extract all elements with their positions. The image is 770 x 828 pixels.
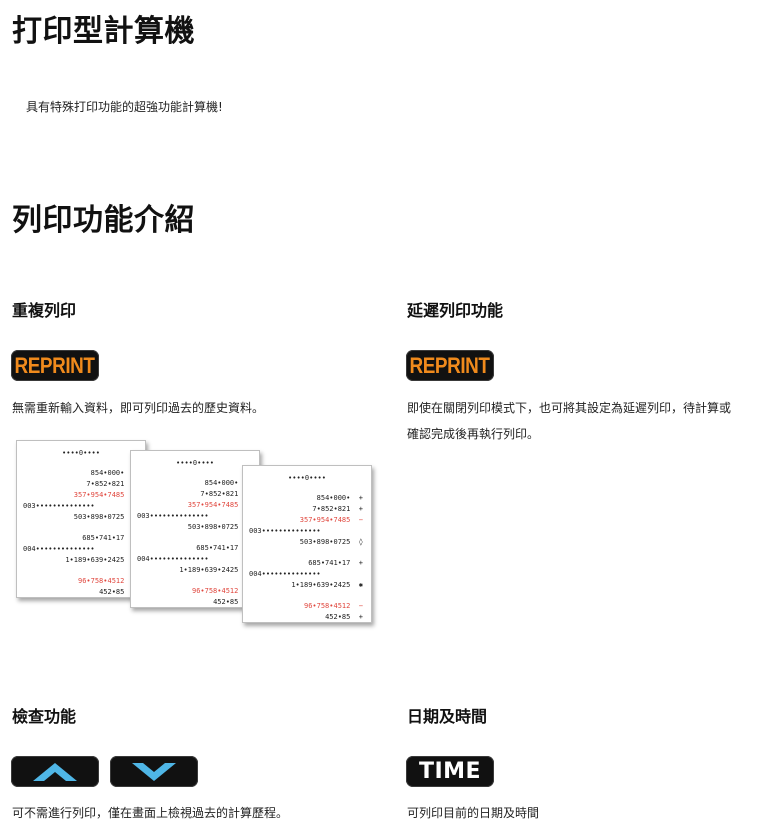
feature-check-description: 可不需進行列印，僅在畫面上檢視過去的計算歷程。 <box>12 806 289 820</box>
receipt-header: ••••0•••• <box>176 459 214 467</box>
feature-delayed-print-title: 延遲列印功能 <box>407 301 504 320</box>
receipt-line: 452•85 + <box>325 613 363 621</box>
reprint-key-label: REPRINT <box>409 352 491 378</box>
receipt-line: 004•••••••••••••• <box>23 545 95 553</box>
feature-reprint-title: 重複列印 <box>12 301 77 320</box>
receipt-line: 96•758•4512 − <box>303 602 363 610</box>
reprint-key-label: REPRINT <box>14 352 96 378</box>
receipt-header: ••••0•••• <box>62 449 100 457</box>
receipt-line: 003•••••••••••••• <box>23 502 95 510</box>
receipt-line: 503•898•0725 ◊ <box>299 538 363 546</box>
receipt-line: 003•••••••••••••• <box>249 527 321 535</box>
reprint-key: REPRINT <box>11 350 99 381</box>
feature-delayed-print-description-line2: 確認完成後再執行列印。 <box>407 427 540 441</box>
receipt-line: 685•741•17 + <box>82 534 137 542</box>
receipt-paper: ••••0••••854•000• +7•852•821 +357•954•74… <box>16 440 146 598</box>
receipt-line: 357•954•7485 − <box>73 491 137 499</box>
receipt-line: 004•••••••••••••• <box>249 570 321 578</box>
receipt-line: 1•189•639•2425 ✱ <box>291 581 363 589</box>
receipt-line: 1•189•639•2425 ✱ <box>65 556 137 564</box>
receipt-line: 1•189•639•2425 ✱ <box>179 566 251 574</box>
section-title: 列印功能介紹 <box>12 203 195 238</box>
receipt-line: 004•••••••••••••• <box>137 555 209 563</box>
feature-check-title: 檢查功能 <box>12 707 77 726</box>
receipt-line: 503•898•0725 ◊ <box>73 513 137 521</box>
receipt-line: 357•954•7485 − <box>299 516 363 524</box>
chevron-down-icon <box>132 762 176 781</box>
receipt-line: 96•758•4512 − <box>77 577 137 585</box>
receipt-line: 7•852•821 + <box>312 505 363 513</box>
feature-datetime-description: 可列印目前的日期及時間 <box>407 806 540 820</box>
receipt-line: 685•741•17 + <box>308 559 363 567</box>
intro-text: 具有特殊打印功能的超強功能計算機! <box>26 100 223 114</box>
receipt-paper: ••••0•••• 854•000• + 7•852•821 + 357•954•74… <box>242 465 372 623</box>
chevron-up-icon <box>33 762 77 781</box>
reprint-key: REPRINT <box>406 350 494 381</box>
page-title: 打印型計算機 <box>12 14 195 49</box>
receipt-paper: ••••0••••854•000• +7•852•821 +357•954•74… <box>130 450 260 608</box>
receipt-line: 003•••••••••••••• <box>137 512 209 520</box>
up-key <box>11 756 99 787</box>
receipt-header: ••••0•••• <box>288 474 326 482</box>
receipts-illustration: ••••0•••• 854•000• + 7•852•821 + 357•954•74… <box>14 438 374 628</box>
feature-delayed-print-description-line1: 即使在關閉列印模式下，也可將其設定為延遲列印，待計算或 <box>407 401 732 415</box>
time-key-label: TIME <box>418 759 482 784</box>
feature-datetime-title: 日期及時間 <box>407 707 488 726</box>
down-key <box>110 756 198 787</box>
time-key: TIME <box>406 756 494 787</box>
feature-reprint-description: 無需重新輸入資料，即可列印過去的歷史資料。 <box>12 401 265 415</box>
receipt-line: 854•000• + <box>316 494 363 502</box>
